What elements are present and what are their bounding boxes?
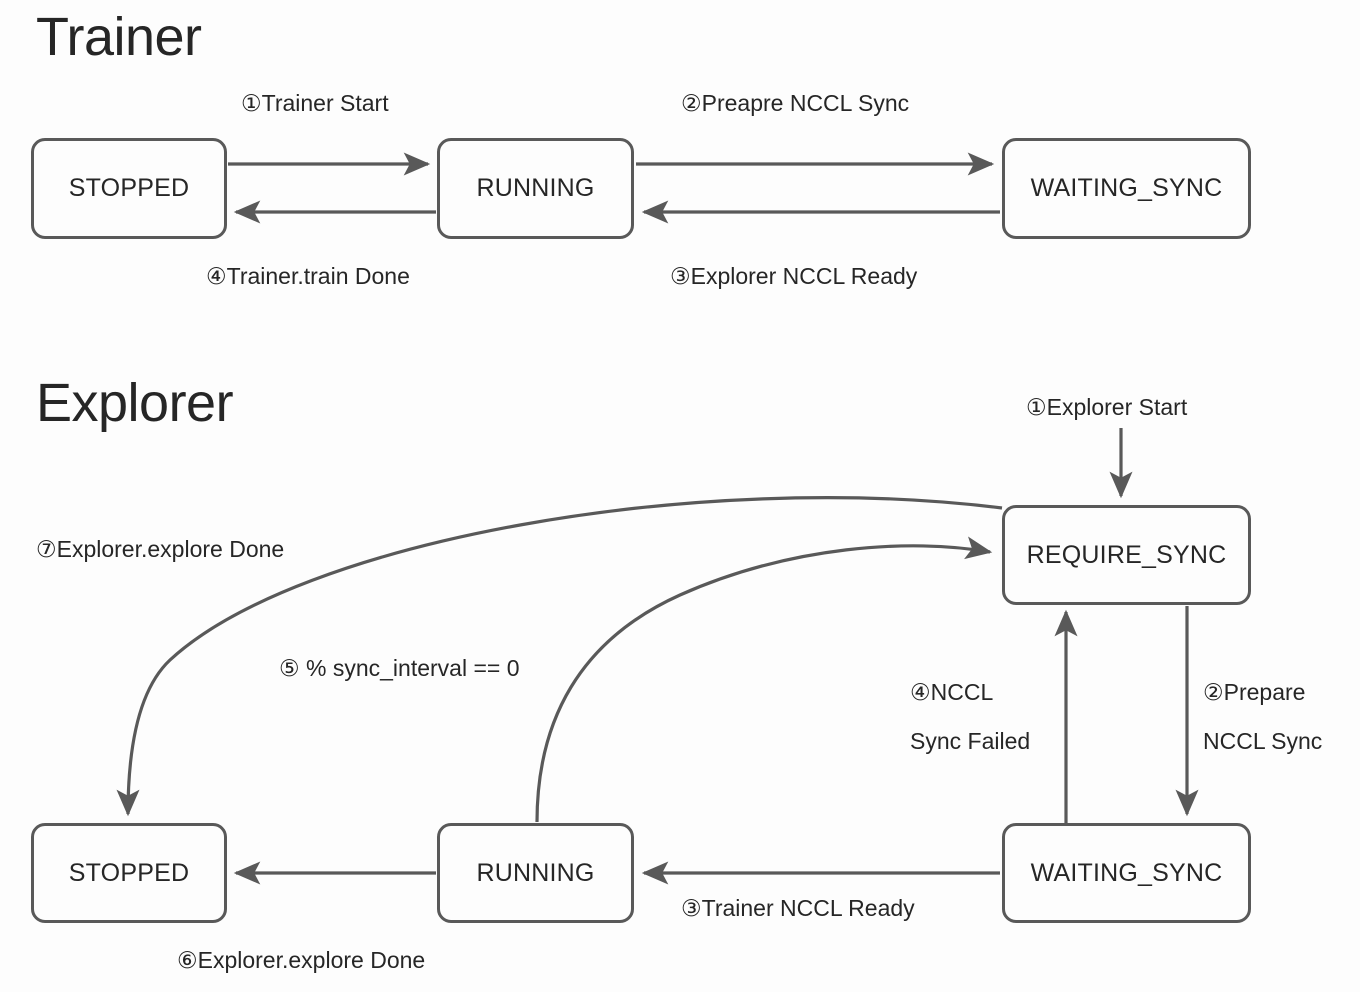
edge-label-preapre-nccl-sync: ②Preapre NCCL Sync [681, 90, 910, 116]
state-trainer-stopped[interactable]: STOPPED [31, 138, 227, 239]
edge-label-explorer-explore-done-require-sync: ⑦Explorer.explore Done [36, 536, 285, 562]
state-label: RUNNING [476, 174, 595, 202]
state-explorer-running[interactable]: RUNNING [437, 823, 634, 923]
section-title-trainer: Trainer [36, 7, 202, 67]
edge-label-trainer-start: ①Trainer Start [241, 90, 389, 116]
state-explorer-require-sync[interactable]: REQUIRE_SYNC [1002, 505, 1251, 605]
section-title-explorer: Explorer [36, 373, 234, 433]
state-label: STOPPED [68, 858, 190, 887]
edge-label-explorer-explore-done-running: ⑥Explorer.explore Done [177, 947, 426, 973]
state-explorer-stopped[interactable]: STOPPED [31, 823, 227, 923]
edge-label-explorer-nccl-ready: ③Explorer NCCL Ready [670, 263, 918, 289]
state-label: WAITING_SYNC [1030, 174, 1223, 202]
edge-label-trainer-train-done: ④Trainer.train Done [206, 263, 410, 289]
state-label: STOPPED [68, 174, 190, 202]
edge-label-sync-failed: Sync Failed [910, 728, 1031, 754]
edge-label-nccl: ④NCCL [910, 679, 994, 705]
edge-label-sync-interval: ⑤ % sync_interval == 0 [279, 655, 520, 681]
state-label: REQUIRE_SYNC [1026, 540, 1227, 569]
state-label: RUNNING [476, 858, 595, 887]
edge-label-prepare: ②Prepare [1203, 679, 1306, 705]
edge-label-prepare-nccl-sync: NCCL Sync [1203, 728, 1323, 754]
state-explorer-waiting-sync[interactable]: WAITING_SYNC [1002, 823, 1251, 923]
state-label: WAITING_SYNC [1030, 858, 1223, 887]
edge-label-explorer-start: ①Explorer Start [1026, 394, 1188, 420]
state-trainer-waiting-sync[interactable]: WAITING_SYNC [1002, 138, 1251, 239]
state-trainer-running[interactable]: RUNNING [437, 138, 634, 239]
edge-label-trainer-nccl-ready: ③Trainer NCCL Ready [681, 895, 915, 921]
